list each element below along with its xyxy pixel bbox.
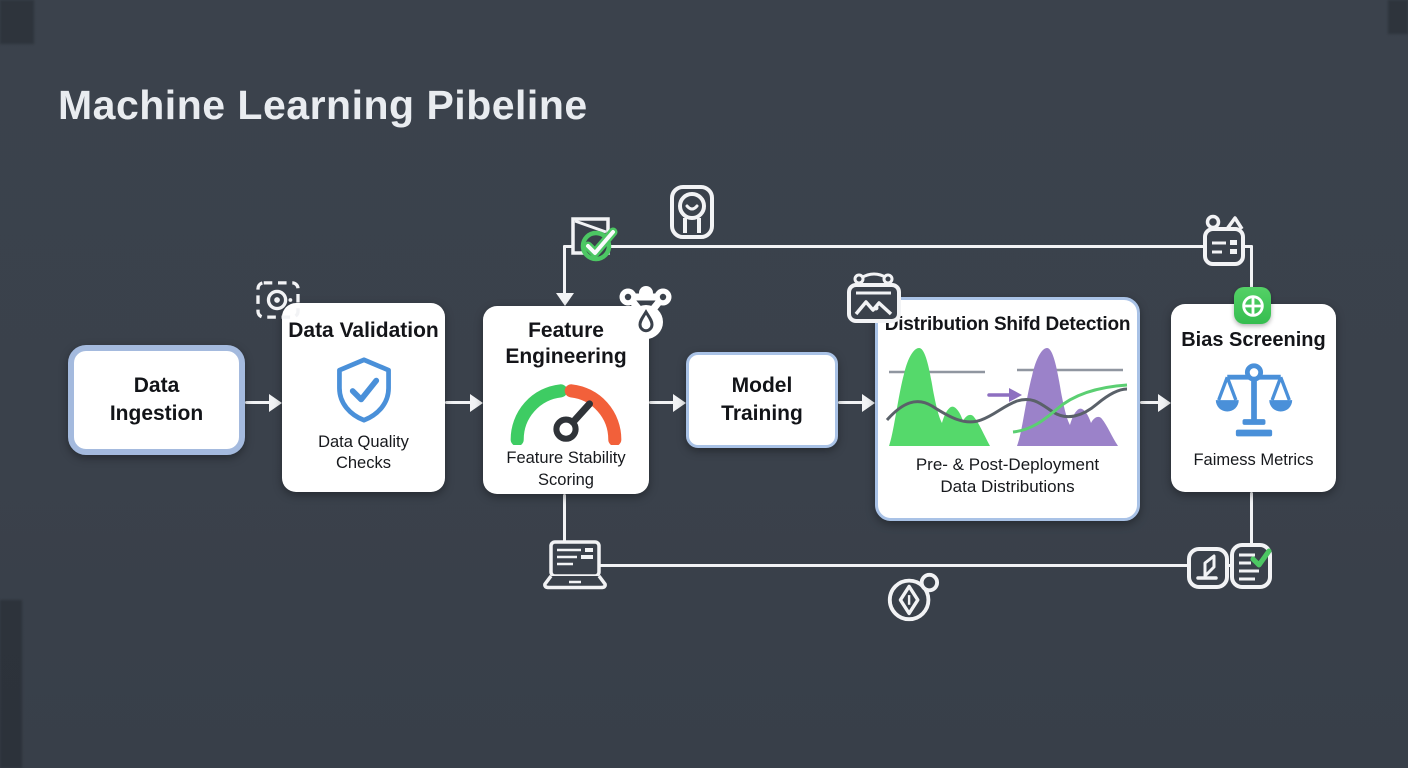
node-caption: Scoring <box>538 470 594 489</box>
node-title: Distribution Shifd Detection <box>884 314 1131 335</box>
arrowhead-icon <box>862 394 875 412</box>
lens-badge-icon <box>668 184 716 240</box>
node-data-ingestion: Data Ingestion <box>68 345 245 455</box>
compass-gem-icon <box>884 570 940 626</box>
distribution-comparison-graphic <box>885 338 1131 450</box>
feedback-line-rise <box>1250 245 1253 292</box>
bottom-line-drop <box>563 494 566 547</box>
arrowhead-icon <box>556 293 574 306</box>
node-label: Model <box>731 373 793 397</box>
connector-feature-training <box>649 401 675 404</box>
node-distribution-shift-detection: Distribution Shifd Detection Pre- & Post… <box>875 297 1140 521</box>
node-label: Ingestion <box>109 402 204 425</box>
node-caption: Data Quality <box>318 432 409 451</box>
connector-validation-feature <box>445 401 472 404</box>
node-feature-engineering: Feature Engineering Feature Stability Sc… <box>483 306 649 494</box>
plus-badge-icon <box>1234 287 1271 324</box>
balance-scales-icon <box>1213 360 1295 444</box>
node-caption: Feature Stability <box>506 449 626 468</box>
molecule-cluster-icon <box>616 284 676 342</box>
node-data-validation: Data Validation Data Quality Checks <box>282 303 445 492</box>
bottom-line-rise <box>1250 492 1253 548</box>
clipboard-pen-icon <box>1186 546 1230 590</box>
vignette-corner <box>0 0 34 44</box>
connector-shift-bias <box>1140 401 1160 404</box>
node-label: Training <box>721 402 803 425</box>
scan-frame-eye-icon <box>255 280 301 320</box>
arrowhead-icon <box>1158 394 1171 412</box>
clipboard-list-icon <box>1200 214 1248 268</box>
vignette-corner <box>0 600 22 768</box>
node-title: Engineering <box>505 344 627 368</box>
node-model-training: Model Training <box>686 352 838 448</box>
document-check-icon <box>568 216 624 264</box>
connector-training-shift <box>838 401 864 404</box>
connector-ingestion-validation <box>245 401 271 404</box>
feedback-line-top <box>563 245 1253 248</box>
laptop-log-icon <box>543 540 607 590</box>
node-bias-screening: Bias Screening Faimess Metrics <box>1171 304 1336 492</box>
node-title: Data Validation <box>288 319 439 342</box>
arrowhead-icon <box>673 394 686 412</box>
node-title: Bias Screening <box>1181 329 1326 351</box>
shield-check-icon <box>333 356 395 424</box>
checklist-check-icon <box>1229 542 1273 590</box>
bottom-line <box>580 564 1240 567</box>
node-caption: Faimess Metrics <box>1193 451 1314 470</box>
feedback-line-drop <box>563 245 566 294</box>
node-caption: Data Distributions <box>940 477 1075 497</box>
arrowhead-icon <box>269 394 282 412</box>
node-title: Feature <box>528 319 604 342</box>
node-label: Data <box>133 373 180 397</box>
page-title: Machine Learning Pibeline <box>58 82 588 128</box>
stability-gauge-icon <box>505 375 627 447</box>
vignette-corner <box>1388 0 1408 34</box>
chart-sign-icon <box>846 272 904 326</box>
node-caption: Pre- & Post-Deployment <box>915 455 1100 475</box>
arrowhead-icon <box>470 394 483 412</box>
node-caption: Checks <box>335 454 391 473</box>
